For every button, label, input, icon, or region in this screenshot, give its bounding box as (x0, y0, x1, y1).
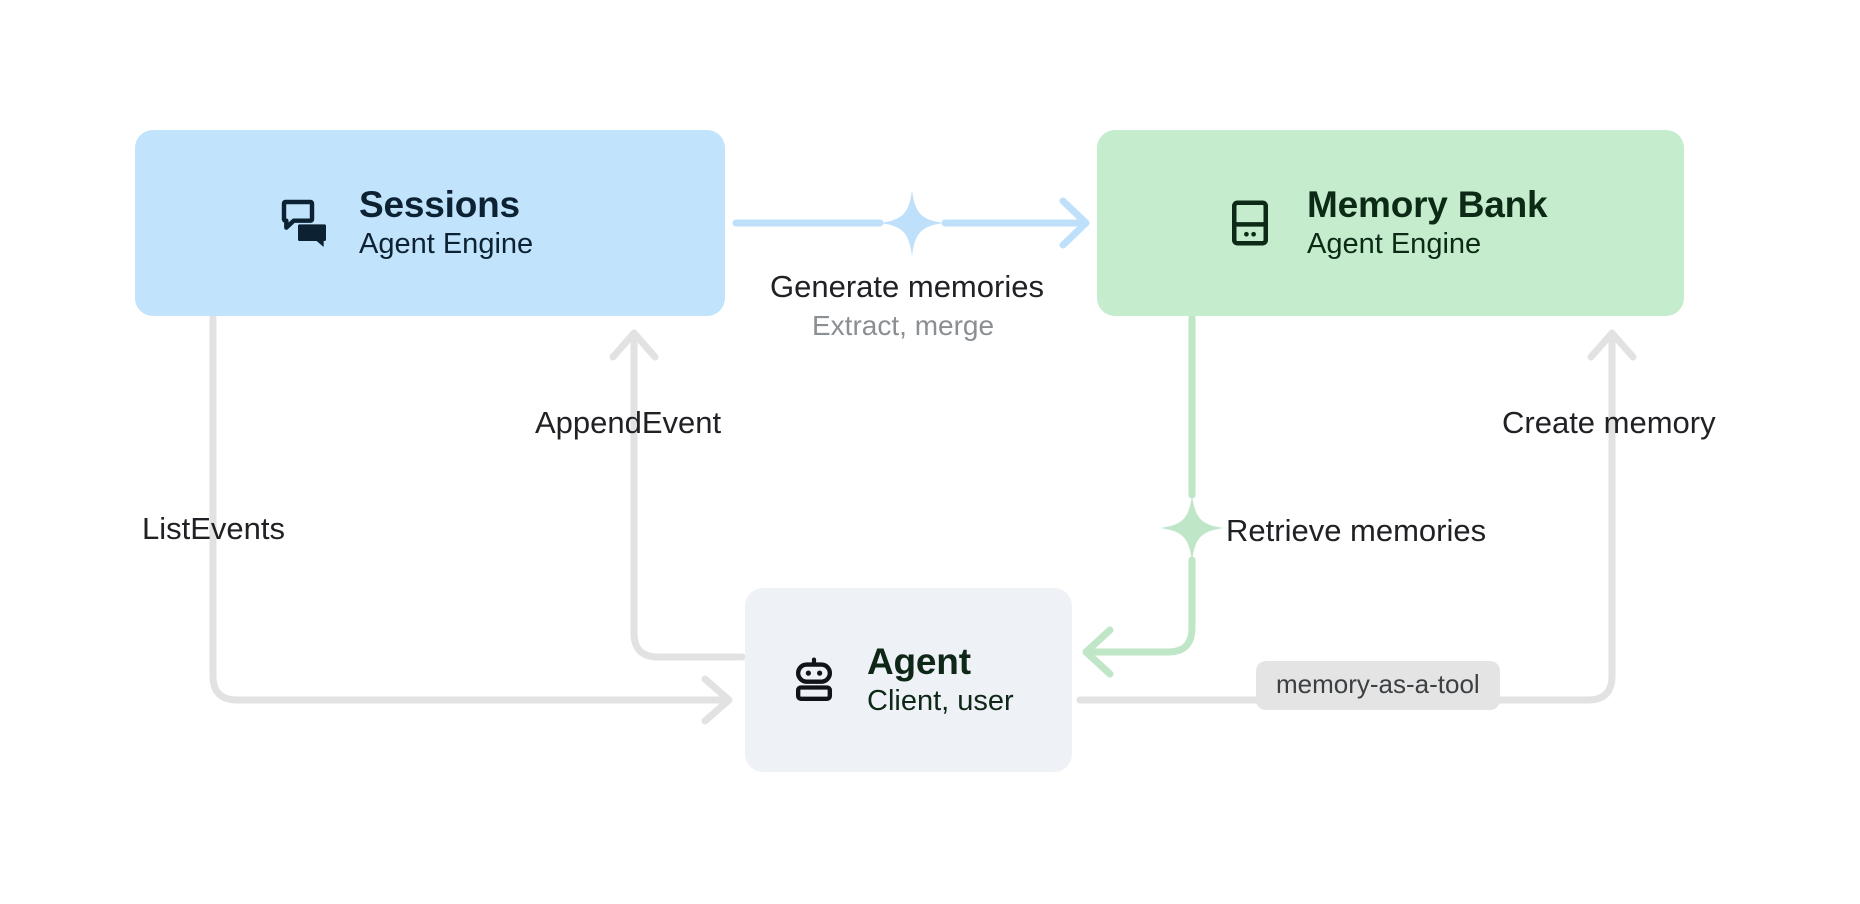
node-memory-bank-text: Memory Bank Agent Engine (1307, 184, 1548, 261)
edge-label-create-memory: Create memory (1502, 405, 1716, 440)
node-agent-title: Agent (867, 641, 971, 683)
edge-sublabel-extract-merge: Extract, merge (812, 310, 995, 341)
robot-icon (789, 655, 839, 705)
edge-list-events (209, 314, 733, 725)
edge-label-retrieve-memories: Retrieve memories (1226, 513, 1487, 548)
node-agent-subtitle: Client, user (867, 685, 1014, 718)
edge-generate-memories (732, 190, 1090, 256)
arrowhead-left-icon (1082, 626, 1114, 678)
node-sessions-subtitle: Agent Engine (359, 228, 534, 261)
chip-memory-as-a-tool: memory-as-a-tool (1256, 661, 1500, 711)
node-memory-bank-subtitle: Agent Engine (1307, 228, 1482, 261)
edge-append-event (609, 329, 746, 661)
node-agent-text: Agent Client, user (867, 642, 1014, 717)
sparkle-icon (1160, 495, 1224, 561)
edge-label-list-events: ListEvents (142, 511, 286, 546)
forum-chat-icon (277, 195, 333, 251)
arrowhead-up-icon (609, 329, 659, 361)
database-storage-icon (1223, 196, 1277, 250)
edge-retrieve-memories (1082, 314, 1224, 678)
edge-label-append-event: AppendEvent (535, 405, 722, 440)
node-sessions-title: Sessions (359, 184, 520, 226)
edge-label-generate-memories: Generate memories (770, 269, 1044, 304)
node-agent[interactable]: Agent Client, user (745, 588, 1072, 772)
arrowhead-right-icon (701, 675, 733, 725)
arrowhead-up-icon (1587, 329, 1637, 361)
node-sessions[interactable]: Sessions Agent Engine (135, 130, 725, 316)
arrowhead-right-icon (1059, 197, 1090, 249)
sparkle-icon (880, 190, 944, 256)
node-memory-bank-title: Memory Bank (1307, 184, 1548, 226)
node-sessions-text: Sessions Agent Engine (359, 185, 533, 260)
node-memory-bank[interactable]: Memory Bank Agent Engine (1097, 130, 1684, 316)
